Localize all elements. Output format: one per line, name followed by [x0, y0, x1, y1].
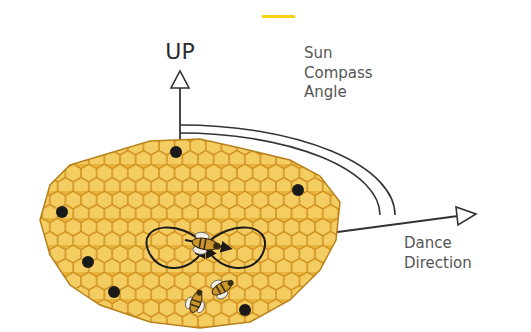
angle-label: Sun Compass Angle [304, 44, 384, 103]
direction-label: Dance Direction [404, 234, 484, 273]
accent-bar [262, 15, 295, 18]
bee [183, 287, 209, 316]
up-arrow-head [171, 71, 189, 88]
direction-label-box: UP [150, 38, 210, 67]
honeycomb [40, 139, 340, 328]
bee [208, 273, 238, 301]
up-arrow-shaft [179, 88, 181, 142]
direction-label-box: Dance Direction [404, 234, 484, 273]
direction-label: UP [150, 38, 210, 67]
bee [190, 231, 222, 258]
angle-label-box: Sun Compass Angle [304, 44, 384, 103]
waggle-dance-path [146, 227, 265, 268]
dance-arrow-head [456, 207, 476, 225]
dance-arrow-shaft [330, 216, 458, 233]
empty-cells [56, 146, 304, 316]
